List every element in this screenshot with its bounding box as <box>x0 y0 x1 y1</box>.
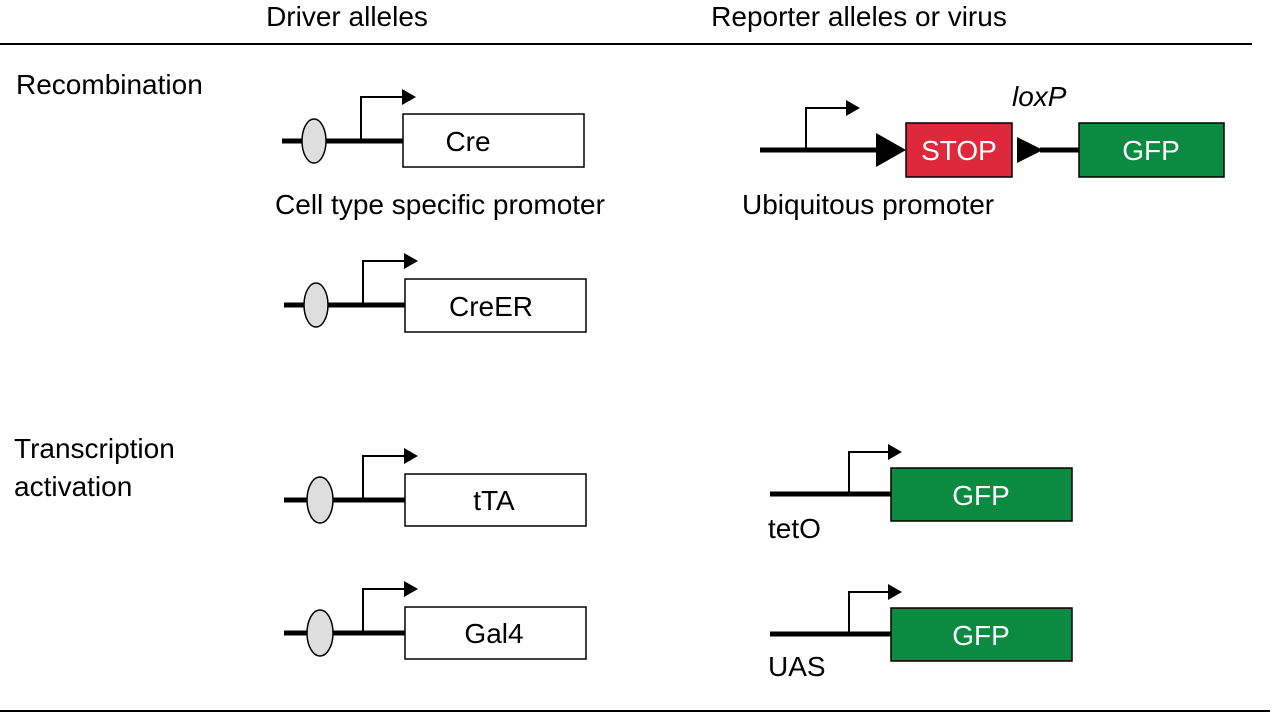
stop-label: STOP <box>921 135 997 166</box>
tta-label: tTA <box>473 485 515 516</box>
tss-arrowhead <box>404 581 418 597</box>
gfp-label: GFP <box>952 480 1010 511</box>
promoter-oval <box>301 118 327 164</box>
creer-box <box>404 278 587 333</box>
tss-arrowhead <box>888 444 902 460</box>
row-label-recombination: Recombination <box>16 69 203 100</box>
loxp-site-left <box>876 133 906 167</box>
cre-box <box>402 113 585 168</box>
tss-arrowhead <box>404 253 418 269</box>
gfp-box <box>1078 122 1225 178</box>
gal4-box <box>404 606 587 660</box>
ubiquitous-promoter-caption: Ubiquitous promoter <box>742 189 994 220</box>
tss-arrow <box>805 107 848 150</box>
tss-arrow <box>848 591 890 634</box>
driver-cre-construct: Cre <box>282 89 585 168</box>
uas-label: UAS <box>768 651 826 682</box>
gfp-box <box>890 607 1073 662</box>
loxp-label: loxP <box>1012 81 1067 112</box>
tss-arrowhead <box>846 100 860 116</box>
tss-arrowhead <box>402 89 416 105</box>
gfp-label: GFP <box>1122 135 1180 166</box>
tss-arrow <box>362 260 406 305</box>
tss-arrow <box>360 96 404 141</box>
tss-arrow <box>362 588 406 633</box>
header-driver-alleles: Driver alleles <box>266 1 428 32</box>
tss-arrowhead <box>404 448 418 464</box>
promoter-oval <box>306 476 334 524</box>
gal4-label: Gal4 <box>464 618 523 649</box>
stop-box <box>905 122 1013 178</box>
gfp-box <box>890 467 1073 522</box>
row-label-activation: activation <box>14 471 132 502</box>
reporter-lsl-gfp-construct: loxP STOP GFP <box>760 81 1225 178</box>
tss-arrowhead <box>888 584 902 600</box>
teto-label: tetO <box>768 513 821 544</box>
row-label-transcription: Transcription <box>14 433 175 464</box>
tta-box <box>404 473 587 527</box>
header-reporter-alleles: Reporter alleles or virus <box>711 1 1007 32</box>
promoter-oval <box>303 282 329 328</box>
cre-label: Cre <box>445 126 490 157</box>
driver-tta-construct: tTA <box>284 448 587 527</box>
creer-label: CreER <box>449 291 533 322</box>
reporter-teto-gfp-construct: GFP tetO <box>768 444 1073 544</box>
driver-gal4-construct: Gal4 <box>284 581 587 660</box>
tss-arrow <box>848 451 890 494</box>
gfp-label: GFP <box>952 620 1010 651</box>
tss-arrow <box>362 455 406 500</box>
driver-creer-construct: CreER <box>284 253 587 333</box>
reporter-uas-gfp-construct: GFP UAS <box>768 584 1073 682</box>
promoter-oval <box>306 609 334 657</box>
loxp-site-right <box>1017 137 1043 163</box>
cell-type-promoter-caption: Cell type specific promoter <box>275 189 605 220</box>
